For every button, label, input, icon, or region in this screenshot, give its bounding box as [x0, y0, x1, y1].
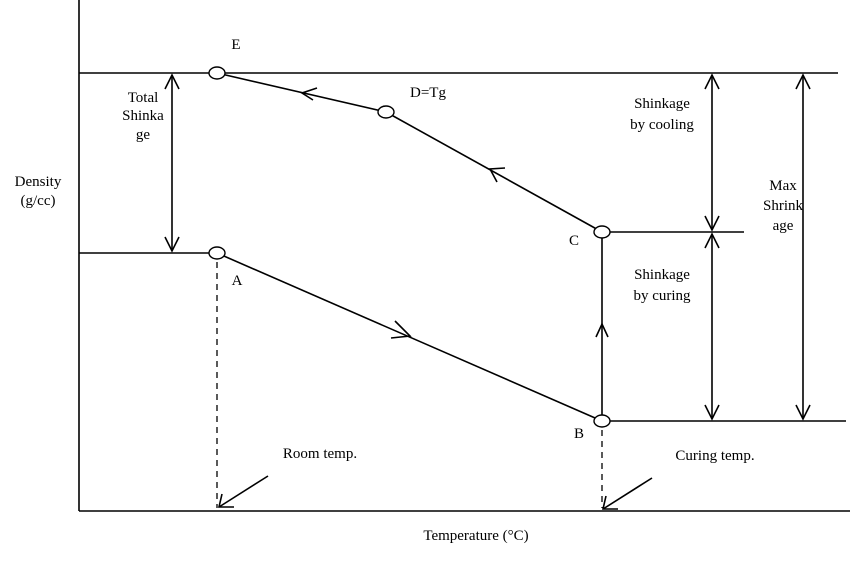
path-a-to-b: [216, 252, 603, 422]
point-c-marker: [593, 225, 611, 239]
curing-temp-label: Curing temp.: [675, 448, 754, 464]
arrow-c-to-d: [488, 167, 506, 183]
point-b-label: B: [574, 426, 584, 442]
curing-temp-pointer-head: [601, 495, 618, 510]
curing-shrinkage-arrow-top: [704, 232, 720, 249]
curing-shrinkage-label-line1: Shinkage: [634, 267, 690, 283]
point-c-label: C: [569, 233, 579, 249]
cooling-shrinkage-arrow-top: [704, 73, 720, 90]
cooling-shrinkage-arrow-bottom: [704, 215, 720, 232]
total-shrinkage-label-line1: Total: [128, 90, 159, 106]
max-shrinkage-label-line3: age: [773, 218, 794, 234]
cooling-shrinkage-label-line2: by cooling: [630, 117, 694, 133]
y-axis-label-line2: (g/cc): [21, 193, 56, 209]
room-temp-label: Room temp.: [283, 446, 357, 462]
x-axis-label: Temperature (°C): [423, 528, 528, 544]
max-shrinkage-label-line2: Shrink: [763, 198, 804, 214]
curing-shrinkage-arrow-bottom: [704, 404, 720, 421]
arrow-a-to-b: [390, 320, 412, 339]
max-shrinkage-arrow-top: [795, 73, 811, 90]
total-shrinkage-arrow-top: [164, 73, 180, 90]
point-d-label: D=Tg: [410, 85, 446, 101]
curing-temp-pointer: [602, 477, 653, 510]
y-axis-label-line1: Density: [15, 174, 62, 190]
point-a-label: A: [232, 273, 243, 289]
point-b-marker: [593, 414, 611, 428]
max-shrinkage-arrow-bottom: [795, 404, 811, 421]
cooling-shrinkage-label-line1: Shinkage: [634, 96, 690, 112]
path-c-to-d: [385, 111, 603, 233]
max-shrinkage-label-line1: Max: [769, 178, 797, 194]
total-shrinkage-label-line2: Shinka: [122, 108, 164, 124]
arrow-b-to-c: [595, 322, 609, 338]
curing-shrinkage-label-line2: by curing: [633, 288, 691, 304]
total-shrinkage-arrow-bottom: [164, 236, 180, 253]
point-d-marker: [377, 105, 395, 119]
room-temp-pointer: [218, 475, 269, 508]
point-e-marker: [208, 66, 226, 80]
point-a-marker: [208, 246, 226, 260]
point-e-label: E: [231, 37, 240, 53]
room-temp-pointer-head: [217, 493, 234, 508]
arrow-d-to-e: [300, 87, 318, 101]
total-shrinkage-label-line3: ge: [136, 127, 151, 143]
